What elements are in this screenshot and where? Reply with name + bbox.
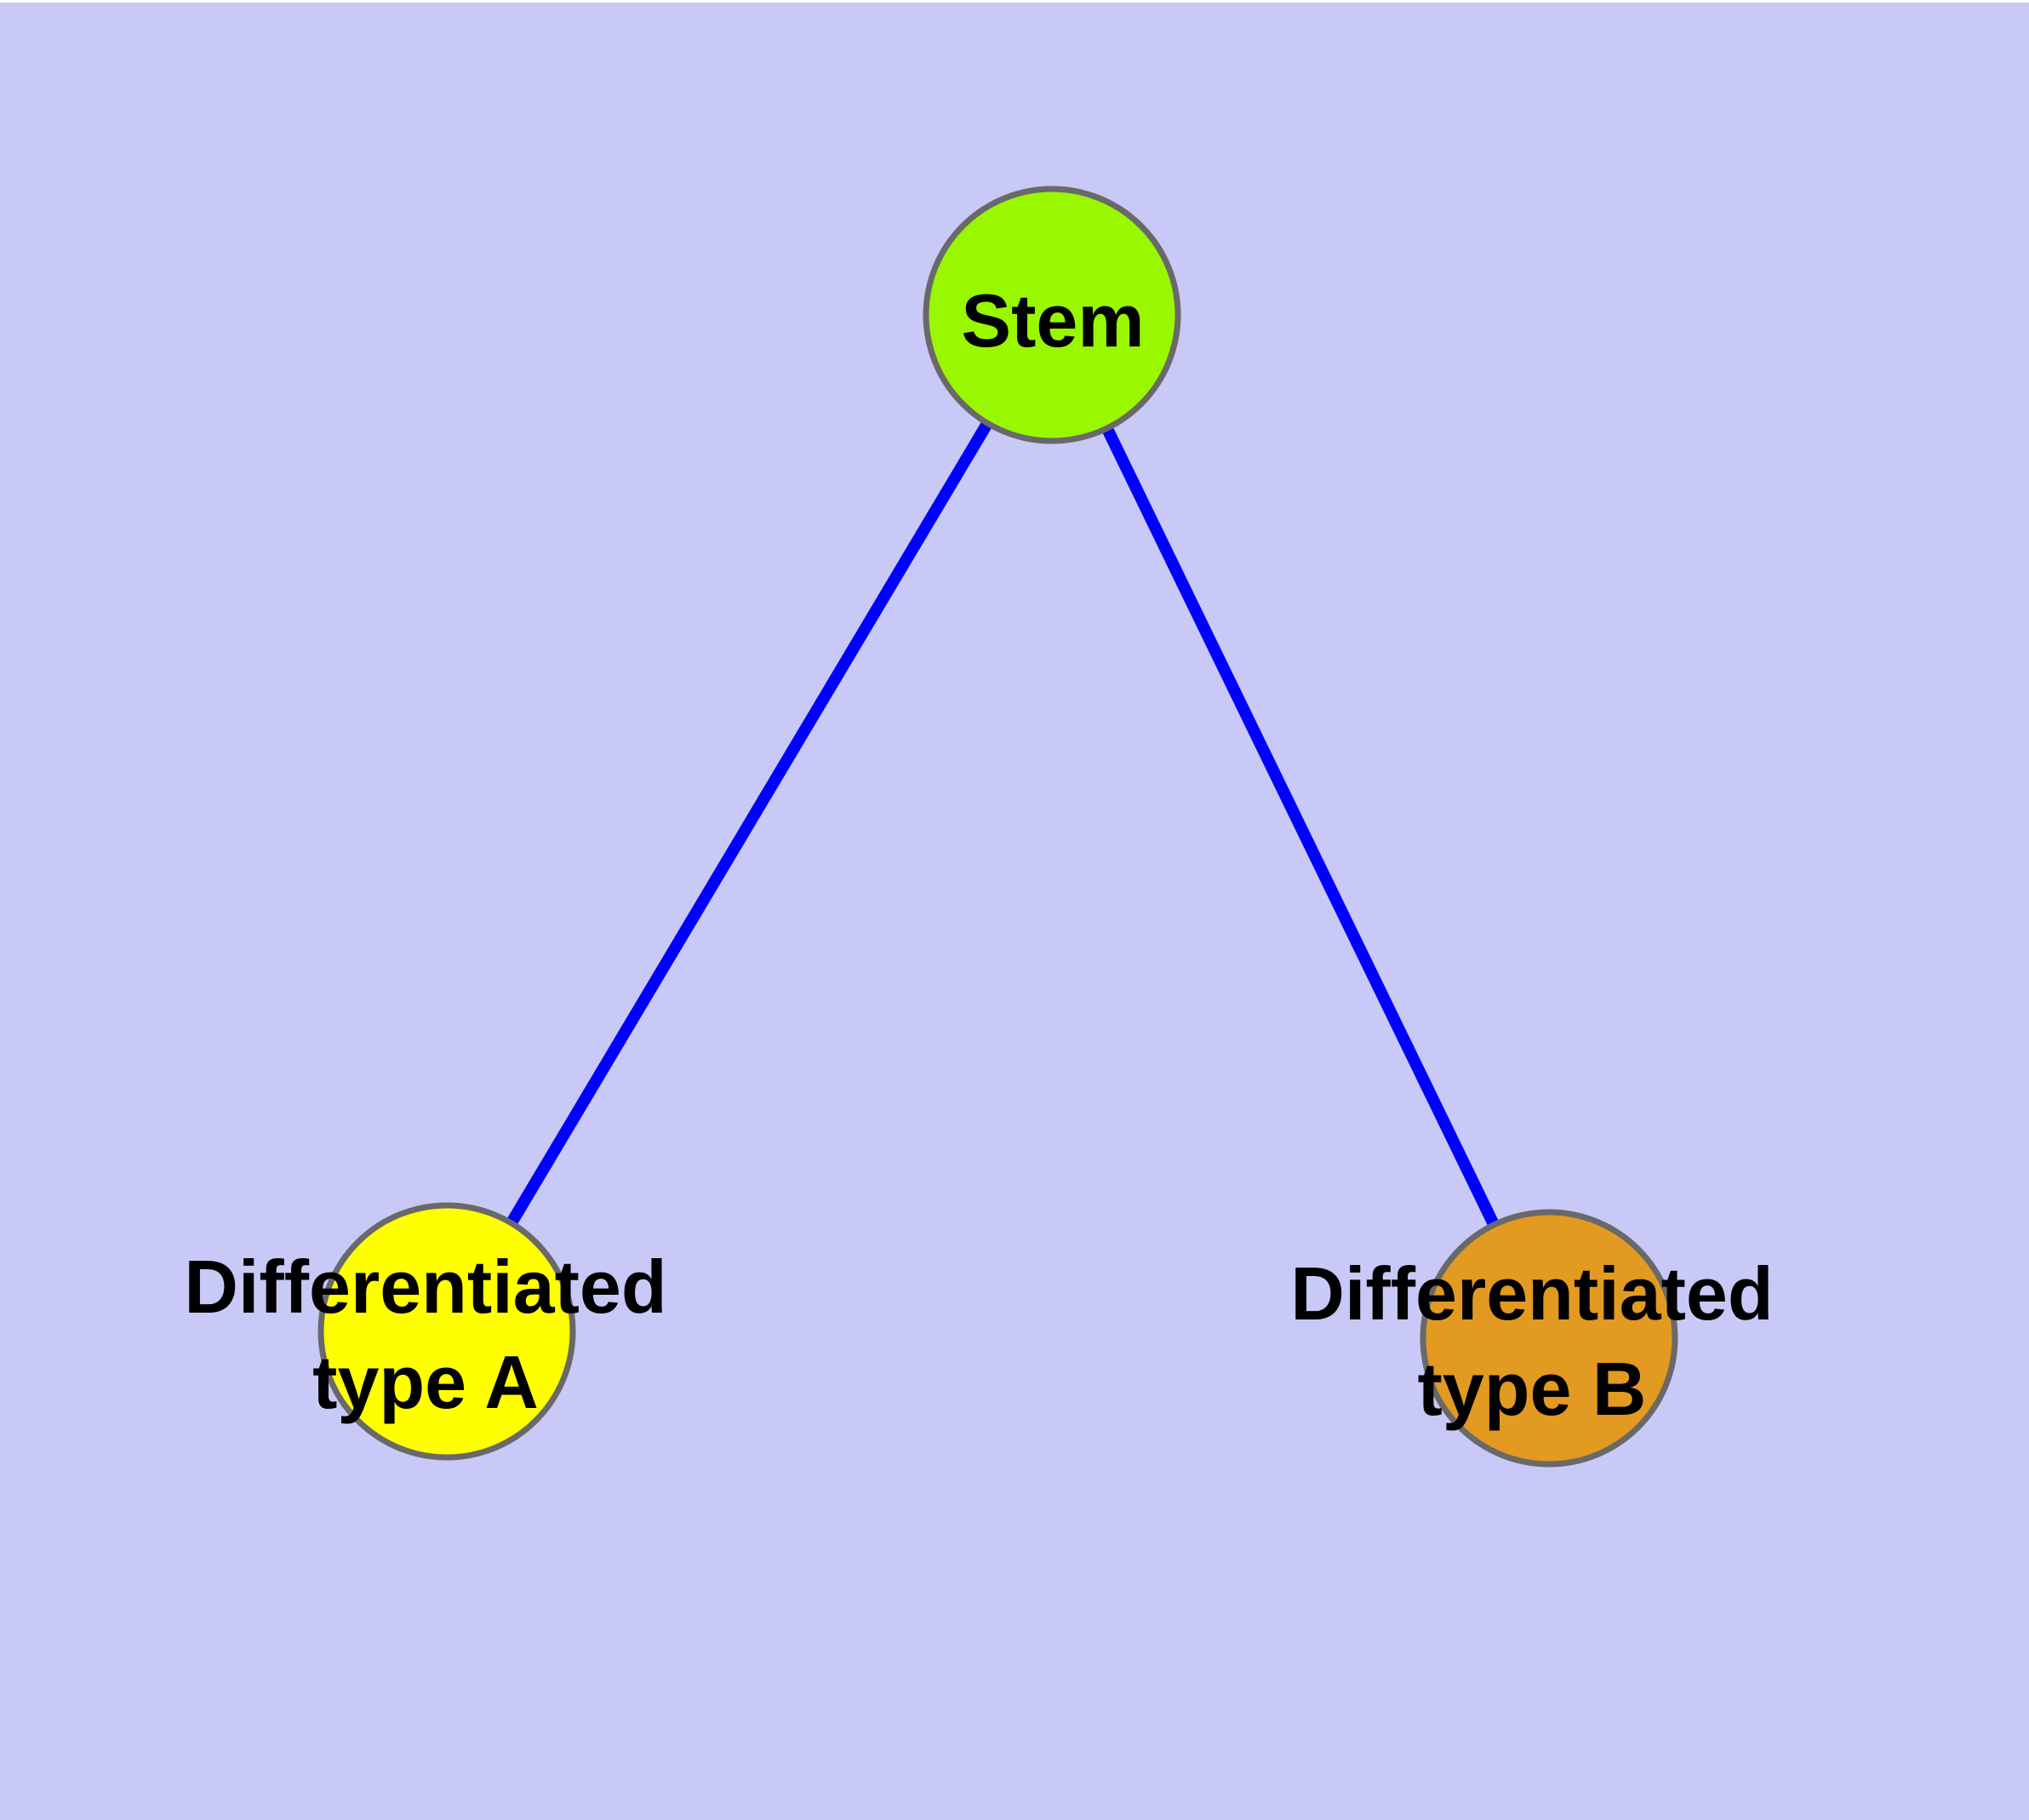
node-differentiated-type-b (1420, 1209, 1678, 1468)
node-label-differentiated-type-a: Differentiated type A (184, 1245, 667, 1424)
node-label-differentiated-type-b: Differentiated type B (1290, 1251, 1774, 1431)
node-stem (923, 186, 1181, 444)
edge-stem-to-type-b (1046, 312, 1555, 1342)
edge-stem-to-type-a (441, 312, 1058, 1335)
top-margin-strip (0, 0, 2029, 3)
node-label-stem: Stem (961, 278, 1145, 363)
node-differentiated-type-a (317, 1202, 576, 1461)
